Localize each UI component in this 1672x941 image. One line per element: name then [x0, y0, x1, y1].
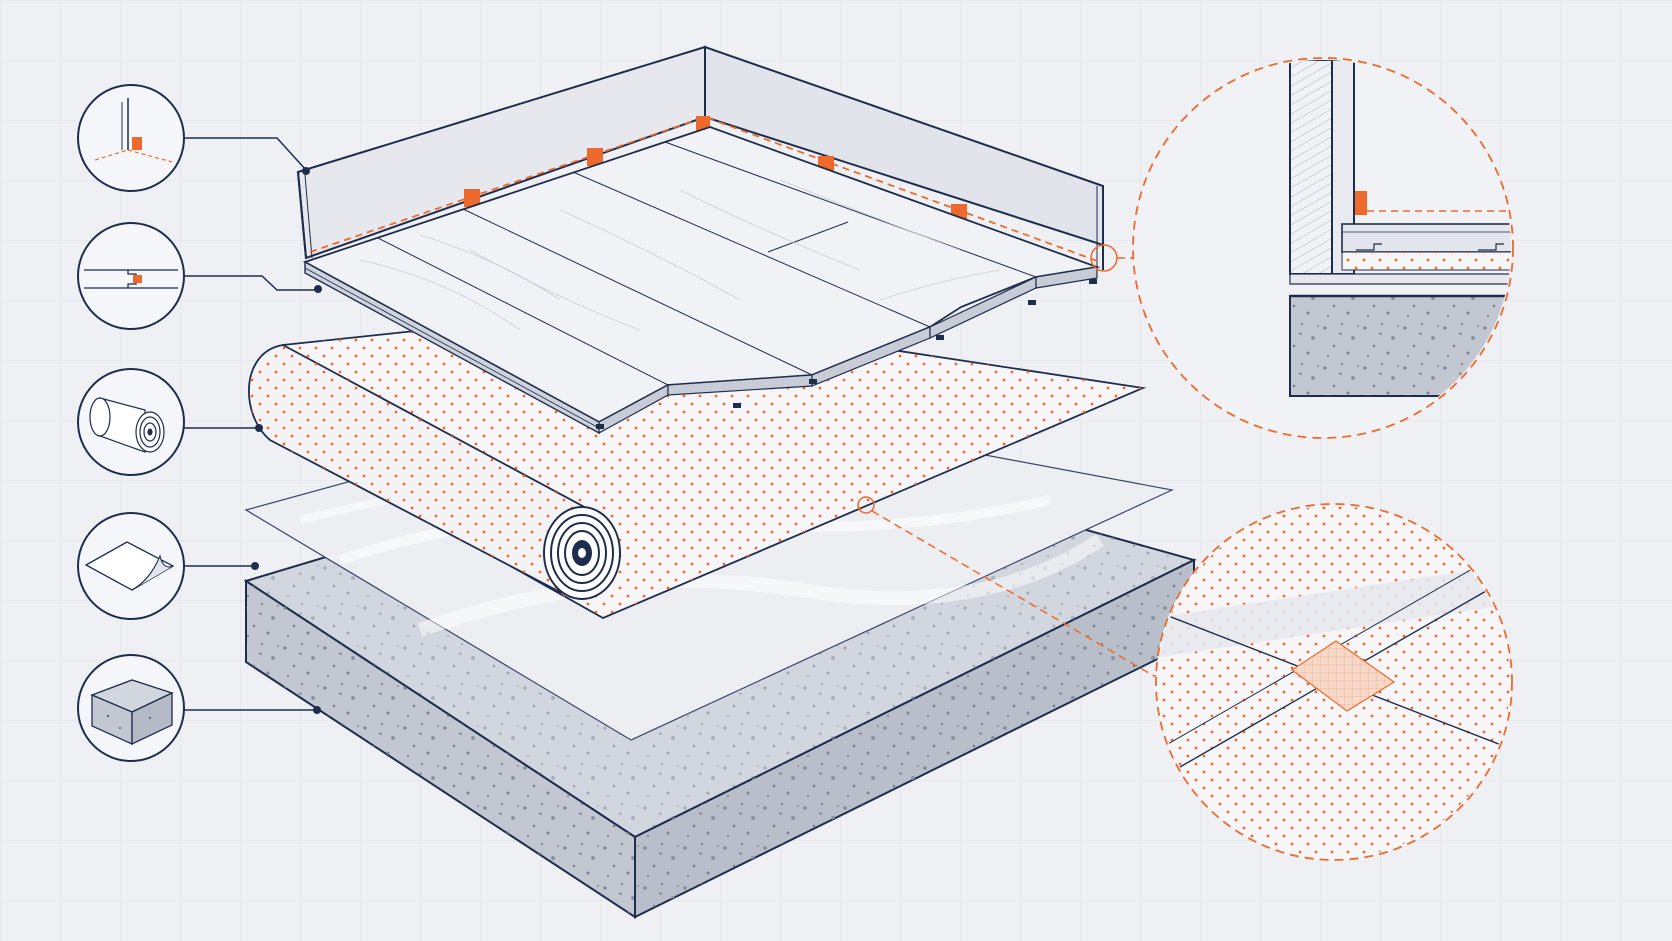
icon-legend [77, 84, 322, 762]
spacer [587, 148, 603, 166]
foam-underlay-roll [248, 308, 1147, 620]
underlay-roll-end [543, 506, 621, 600]
tongue-groove-joint-icon [77, 222, 185, 330]
spacer [464, 189, 480, 207]
taped-seam-detail [857, 496, 1513, 861]
taped-seam-icon [1158, 506, 1510, 858]
click-lock-planks [302, 126, 1101, 435]
concrete-block-icon [77, 654, 185, 762]
underlay-roll-icon [77, 368, 185, 476]
wall-corner-spacer-icon [77, 84, 185, 192]
vapor-barrier-sheet-icon [77, 512, 185, 620]
wall-and-spacers [296, 45, 1104, 270]
